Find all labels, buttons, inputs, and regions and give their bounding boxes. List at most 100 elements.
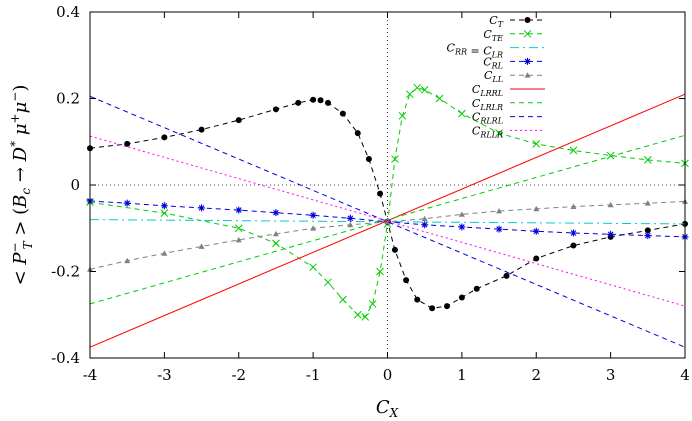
legend-label: CRLRL [472,111,503,126]
series-c-te [86,83,689,321]
data-point [272,209,280,217]
series-line-c-rr-c-lr [89,219,686,225]
legend-label: CRR = CLR [447,42,503,60]
data-point [235,236,242,243]
series-line-c-t [89,99,686,309]
data-point [458,211,465,217]
data-point [272,106,279,113]
data-point [444,303,450,310]
x-tick-label: 0 [383,366,393,384]
data-point [421,215,428,222]
data-point [524,72,531,78]
data-point [353,310,362,319]
data-point [606,151,615,160]
series-c-rllr [89,135,686,307]
data-point [569,146,578,155]
legend-label: CLRLR [472,97,503,112]
data-point [533,205,540,212]
data-point [161,250,168,256]
data-point [346,214,354,222]
y-tick-label: -0.2 [51,263,80,281]
data-point [495,225,503,233]
data-point [161,134,168,141]
data-point [198,204,206,212]
x-tick-label: 2 [531,366,541,384]
x-axis-title: CX [376,397,399,420]
x-tick-label: -4 [83,366,98,384]
series-c-lrrl [89,93,686,348]
y-axis-title: < P−T > (Bc → D* μ+μ−) [8,85,35,286]
legend-label: CT [489,14,503,29]
data-point [234,224,243,233]
zero-lines [90,12,685,358]
data-point [391,246,398,253]
data-point [324,278,332,287]
data-point [533,255,540,262]
data-point [160,209,169,217]
legend-entry: CLL [484,69,545,84]
legend-label: CRLLR [472,124,503,139]
data-point [405,90,414,99]
legend-label: CRL [483,55,503,70]
series-line-c-rllr [89,135,686,307]
data-point [398,111,407,120]
data-point [435,94,444,103]
x-tick-label: 4 [680,366,690,384]
series-c-t [87,96,688,312]
data-point [503,272,510,279]
data-point [339,110,346,117]
data-point [235,206,243,214]
data-point [607,230,615,238]
data-point [295,99,302,106]
legend-entry: CLRLR [472,97,545,112]
data-point [124,257,131,264]
data-point [124,140,131,147]
legend-entry: CRLRL [472,111,545,126]
data-point [310,96,317,103]
data-point [458,109,466,118]
data-point [376,267,384,276]
data-point [644,232,652,240]
data-point [235,117,242,124]
data-point [429,305,436,312]
data-point [495,129,503,137]
legend-label: CLRRL [472,83,503,98]
data-point [198,243,205,249]
data-point [272,239,280,248]
data-point [272,230,279,237]
legend-entry: CT [489,14,545,29]
data-point [309,263,317,272]
data-point [644,200,651,206]
data-point [377,190,384,197]
data-point [413,83,422,92]
data-point [524,57,531,65]
series-layer [86,83,689,348]
data-point [325,99,331,106]
series-line-c-lrlr [89,134,686,305]
legend-entry: CLRRL [472,83,545,98]
data-point [361,313,370,321]
data-point [160,202,168,210]
data-point [368,300,377,308]
data-point [473,285,480,292]
data-point [403,277,410,284]
series-line-c-lrrl [89,93,686,348]
data-point [339,295,347,304]
legend-entry: CRLLR [472,124,545,139]
data-point [569,229,577,237]
y-tick-label: 0.4 [56,3,80,21]
data-point [309,211,317,219]
data-point [317,97,324,104]
y-tick-label: 0.2 [56,90,80,108]
data-point [354,130,361,137]
data-point [198,126,205,133]
data-point [365,156,372,163]
data-point [458,294,465,301]
y-tick-label: 0 [70,176,80,194]
data-point [414,296,421,303]
x-tick-label: 1 [457,366,467,384]
data-point [310,225,317,231]
data-point [532,140,541,148]
